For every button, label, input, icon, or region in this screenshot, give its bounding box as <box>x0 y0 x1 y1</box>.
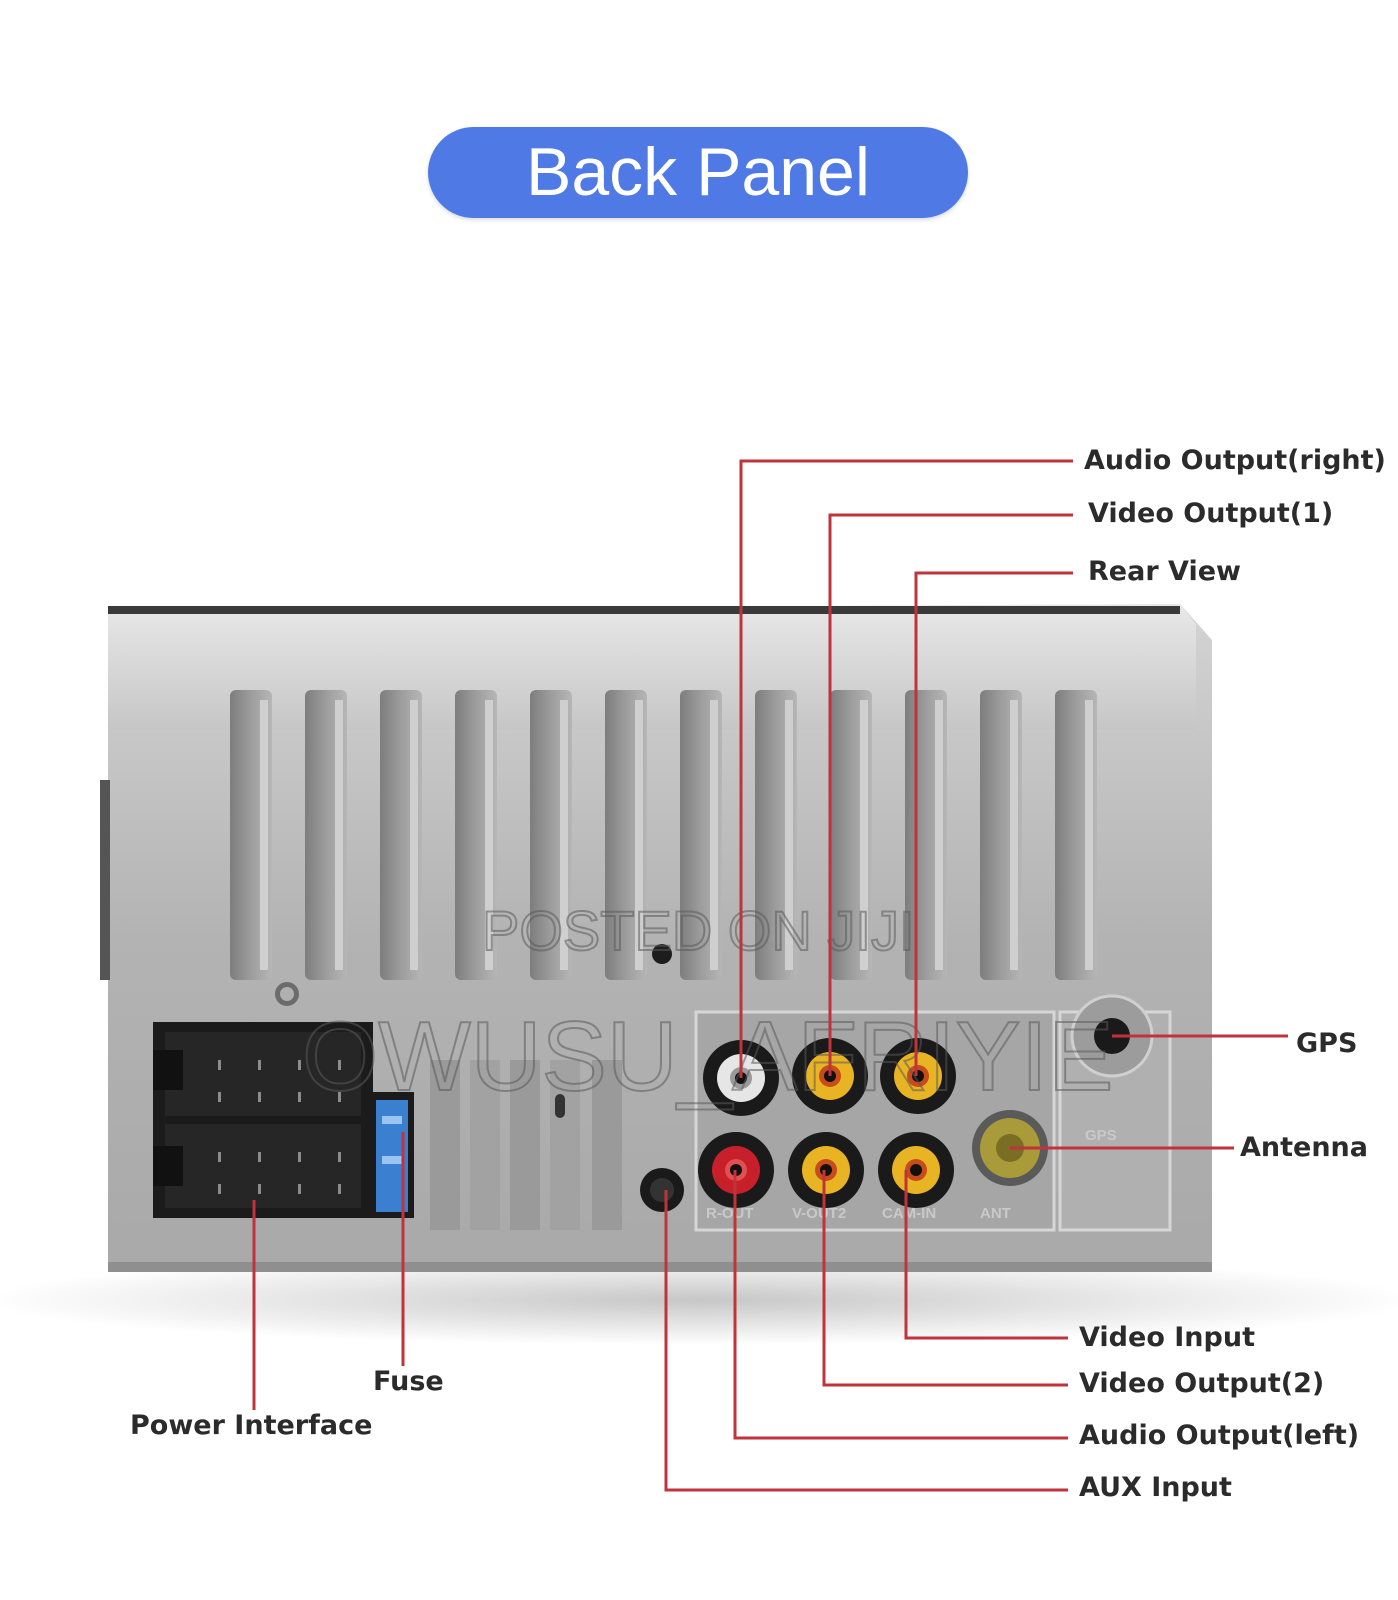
marking-r-out: R-OUT <box>706 1205 754 1222</box>
label-video-output-1: Video Output(1) <box>1088 498 1334 529</box>
label-fuse: Fuse <box>373 1366 444 1397</box>
vent-slot-highlight <box>335 700 343 970</box>
vent-slot-highlight <box>260 700 268 970</box>
label-audio-output-left: Audio Output(left) <box>1079 1420 1360 1451</box>
vent-slot-highlight <box>935 700 943 970</box>
marking-gps: GPS <box>1085 1127 1117 1144</box>
aux-input-jack <box>640 1168 684 1212</box>
label-gps: GPS <box>1296 1028 1358 1059</box>
leader-video-output-1 <box>828 513 1073 1076</box>
leader-video-output-2 <box>822 1170 1068 1387</box>
label-power-interface: Power Interface <box>130 1410 373 1441</box>
vent-slot-highlight <box>785 700 793 970</box>
vent-slot-highlight <box>410 700 418 970</box>
floor-shadow <box>0 1255 1398 1345</box>
vent-slot-highlight <box>560 700 568 970</box>
watermark-line-2: OWUSU_AFRIYIE <box>302 1001 1113 1111</box>
vent-slot-highlight <box>635 700 643 970</box>
label-antenna: Antenna <box>1240 1132 1368 1163</box>
watermark-line-1: POSTED ON JIJI <box>482 899 915 962</box>
marking-cam-in: CAM-IN <box>882 1205 936 1222</box>
leader-rear-view <box>914 571 1073 1076</box>
page-title: Back Panel <box>428 127 968 218</box>
rear-view-jack <box>880 1038 956 1114</box>
vent-slot-highlight <box>710 700 718 970</box>
power-interface-connector <box>153 1022 373 1218</box>
label-rear-view: Rear View <box>1088 556 1241 587</box>
marking-ant: ANT <box>980 1205 1011 1222</box>
vent-slot-highlight <box>860 700 868 970</box>
label-audio-output-right: Audio Output(right) <box>1084 445 1386 476</box>
label-aux-input: AUX Input <box>1079 1472 1232 1503</box>
leader-video-input <box>904 1170 1068 1340</box>
leader-audio-output-right <box>739 459 1073 1078</box>
vent-slot-highlight <box>1085 700 1093 970</box>
leader-lines <box>252 459 1288 1492</box>
label-video-input: Video Input <box>1079 1322 1255 1353</box>
vent-slot-highlight <box>485 700 493 970</box>
fuse-icon <box>370 1092 414 1218</box>
marking-v-out2: V-OUT2 <box>792 1205 846 1222</box>
vent-slot-highlight <box>1010 700 1018 970</box>
leader-audio-output-left <box>733 1170 1068 1440</box>
video-input-jack <box>878 1132 954 1208</box>
video-output-2-jack <box>788 1132 864 1208</box>
label-video-output-2: Video Output(2) <box>1079 1368 1325 1399</box>
leader-aux-input <box>664 1190 1068 1492</box>
